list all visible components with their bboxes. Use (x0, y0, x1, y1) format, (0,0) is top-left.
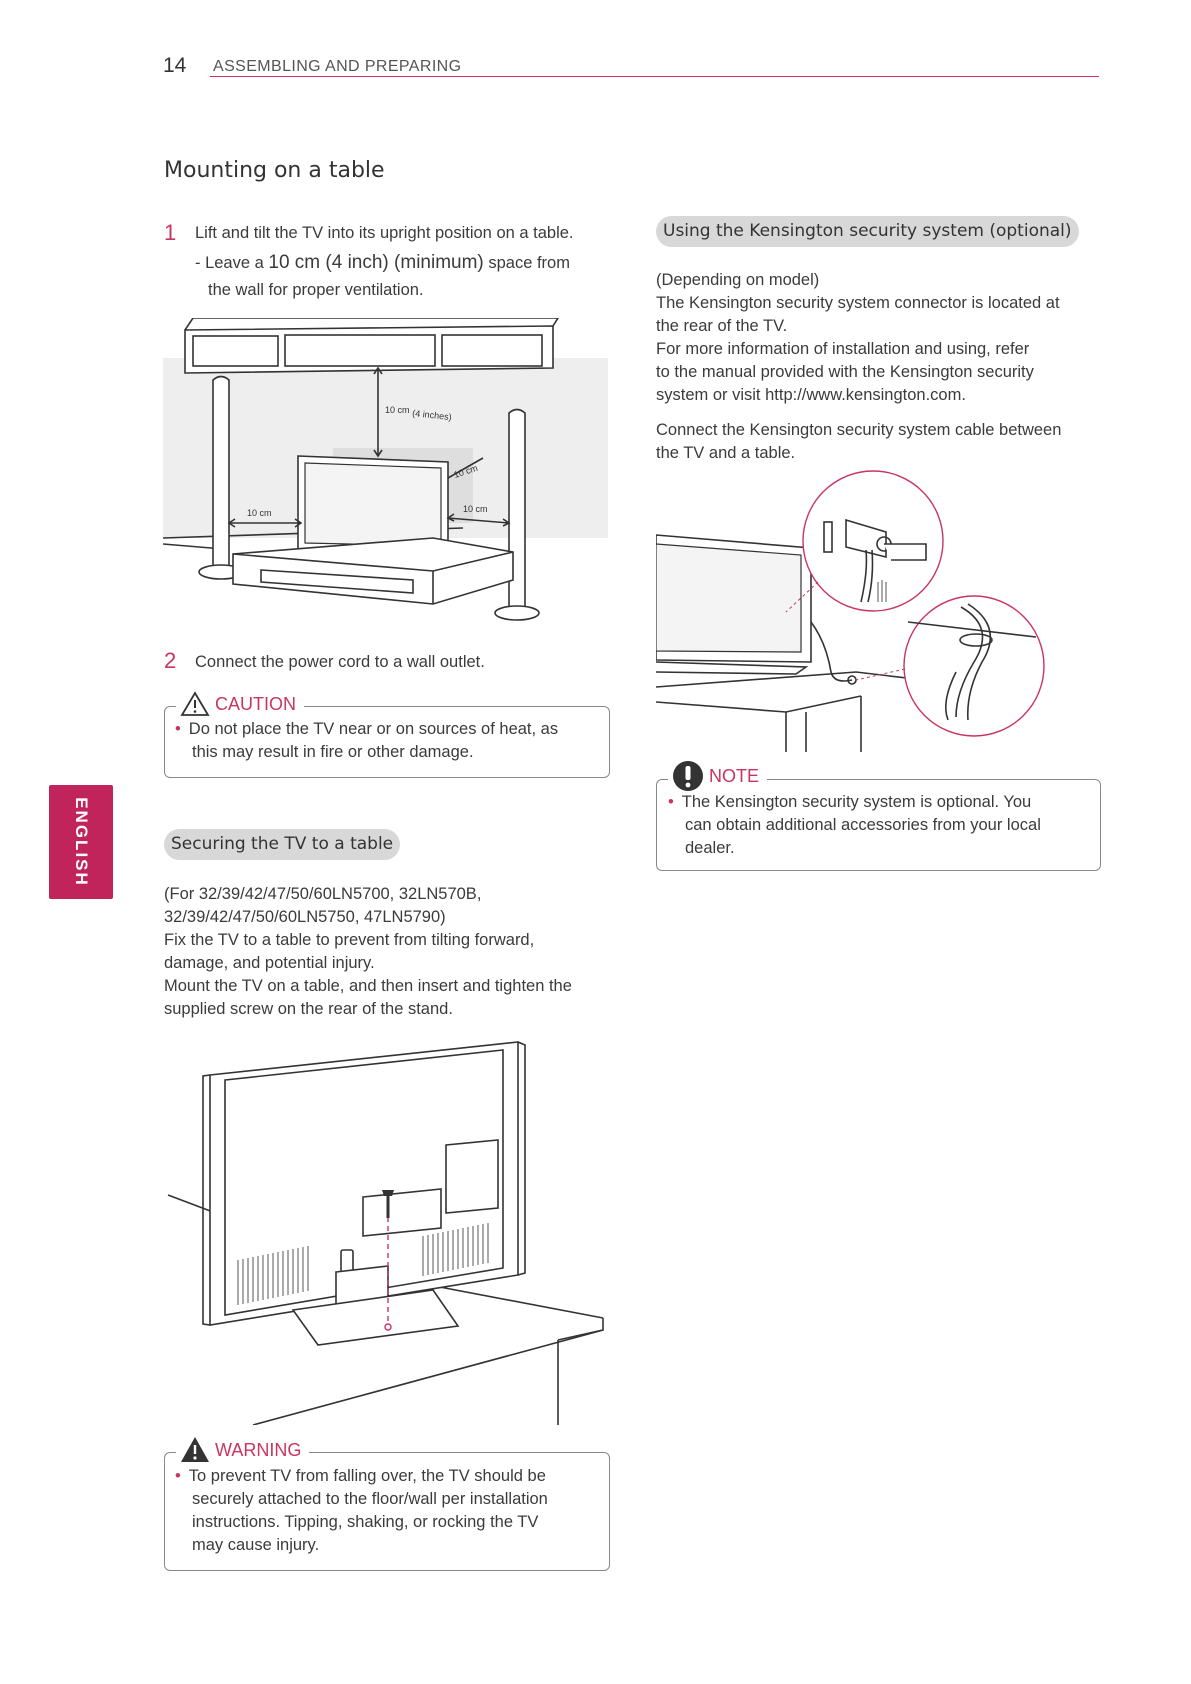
kensington-line: The Kensington security system connector… (656, 294, 1060, 312)
note-line-1-text: The Kensington security system is option… (681, 793, 1032, 811)
warning-triangle-icon (181, 1437, 209, 1462)
kensington-para-2: Connect the Kensington security system c… (656, 419, 1061, 465)
step-1-subnote-c: space from (483, 254, 570, 272)
table-mount-illustration: 10 cm (4 inches) 10 cm 10 cm 10 cm (163, 318, 608, 621)
step-1-subnote-a: - Leave a (195, 254, 269, 272)
note-line-2: can obtain additional accessories from y… (685, 816, 1041, 834)
step-1-subnote-line2: the wall for proper ventilation. (208, 281, 424, 299)
warning-line-1-text: To prevent TV from falling over, the TV … (188, 1467, 546, 1485)
kensington-line: For more information of installation and… (656, 340, 1030, 358)
note-line-1: • The Kensington security system is optio… (668, 791, 1041, 814)
securing-line: Fix the TV to a table to prevent from ti… (164, 931, 535, 949)
section-pill-securing: Securing the TV to a table (164, 829, 401, 860)
securing-line: Mount the TV on a table, and then insert… (164, 977, 572, 995)
caution-triangle-icon (180, 691, 210, 716)
kensington-line: system or visit http://www.kensington.co… (656, 386, 966, 404)
note-exclamation-icon (673, 761, 703, 791)
warning-line-3: instructions. Tipping, shaking, or rocki… (192, 1513, 539, 1531)
step-2-number: 2 (164, 648, 177, 673)
securing-text: (For 32/39/42/47/50/60LN5700, 32LN570B, … (164, 883, 572, 1021)
dimension-label-top-inch: (4 inches) (412, 408, 452, 422)
caution-line-2: this may result in fire or other damage. (192, 743, 474, 761)
securing-line: 32/39/42/47/50/60LN5750, 47LN5790) (164, 908, 446, 926)
kensington-line: (Depending on model) (656, 271, 820, 289)
tv-rear-screw-illustration (167, 1041, 604, 1425)
page-number: 14 (163, 54, 187, 77)
note-line-3: dealer. (685, 839, 735, 857)
section-header: ASSEMBLING AND PREPARING (213, 58, 462, 75)
note-box (656, 779, 1101, 871)
step-1-number: 1 (164, 220, 177, 245)
kensington-line: the TV and a table. (656, 444, 796, 462)
section-pill-kensington: Using the Kensington security system (op… (656, 216, 1079, 247)
kensington-para-1: (Depending on model) The Kensington secu… (656, 269, 1060, 407)
caution-line-1-text: Do not place the TV near or on sources o… (188, 720, 559, 738)
note-text: • The Kensington security system is optio… (668, 791, 1041, 860)
bullet: • (668, 793, 674, 811)
step-1-subnote-b: 10 cm (4 inch) (minimum) (268, 252, 484, 273)
securing-line: damage, and potential injury. (164, 954, 375, 972)
language-tab-label: ENGLISH (72, 797, 91, 887)
caution-box (164, 706, 610, 778)
securing-line: (For 32/39/42/47/50/60LN5700, 32LN570B, (164, 885, 482, 903)
warning-header: WARNING (176, 1436, 310, 1464)
dimension-label-left: 10 cm (247, 508, 272, 518)
step-1-subnote: - Leave a 10 cm (4 inch) (minimum) space… (195, 251, 570, 275)
caution-text: • Do not place the TV near or on sources … (175, 718, 558, 764)
kensington-lock-illustration (656, 470, 1045, 752)
bullet: • (175, 720, 181, 738)
warning-text: • To prevent TV from falling over, the TV… (175, 1465, 548, 1557)
kensington-line: Connect the Kensington security system c… (656, 421, 1062, 439)
warning-line-2: securely attached to the floor/wall per … (192, 1490, 548, 1508)
warning-line-1: • To prevent TV from falling over, the TV… (175, 1465, 548, 1488)
kensington-line: the rear of the TV. (656, 317, 788, 335)
note-label: NOTE (709, 765, 760, 786)
dimension-label-right-bottom: 10 cm (463, 504, 488, 514)
section-title-mounting: Mounting on a table (164, 158, 385, 183)
note-header: NOTE (668, 760, 768, 792)
caution-header: CAUTION (176, 691, 304, 717)
securing-line: supplied screw on the rear of the stand. (164, 1000, 453, 1018)
warning-line-4: may cause injury. (192, 1536, 320, 1554)
kensington-line: to the manual provided with the Kensingt… (656, 363, 1034, 381)
caution-line-1: • Do not place the TV near or on sources … (175, 718, 558, 741)
bullet: • (175, 1467, 181, 1485)
warning-box (164, 1452, 610, 1571)
dimension-label-top: 10 cm (385, 405, 410, 415)
language-tab: ENGLISH (49, 785, 113, 899)
caution-label: CAUTION (215, 693, 296, 714)
warning-label: WARNING (215, 1439, 302, 1460)
step-2-text: Connect the power cord to a wall outlet. (195, 653, 485, 671)
header-rule (210, 76, 1099, 77)
step-1-text: Lift and tilt the TV into its upright po… (195, 224, 574, 242)
